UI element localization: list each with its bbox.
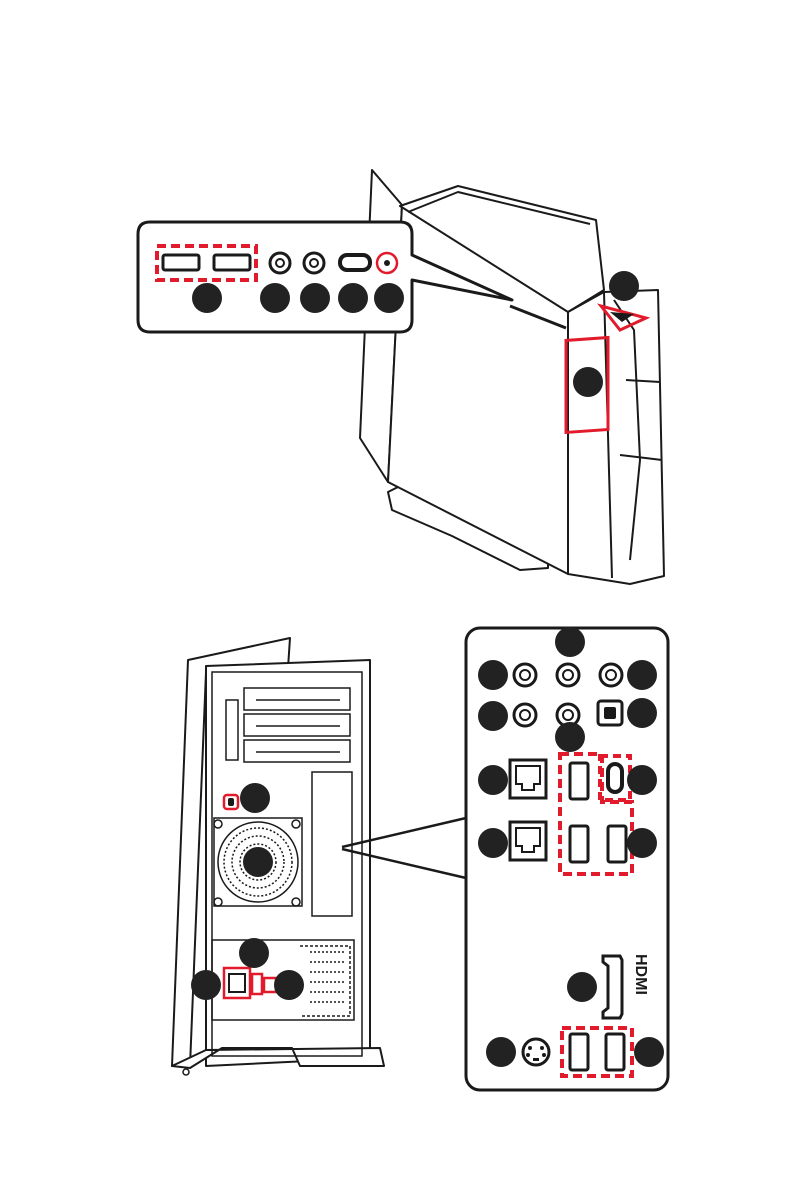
callout-marker (192, 283, 222, 313)
callout-marker (260, 283, 290, 313)
callout-marker (239, 938, 269, 968)
callout-marker (609, 271, 639, 301)
reset-button-icon (384, 260, 390, 266)
callout-marker (240, 783, 270, 813)
usb-type-c-icon (608, 764, 622, 792)
usb-port-icon (606, 1034, 624, 1070)
callout-marker (478, 765, 508, 795)
usb-port-icon (214, 255, 250, 270)
callout-marker (191, 970, 221, 1000)
callout-marker (567, 972, 597, 1002)
ps2-port-icon (523, 1039, 549, 1065)
usb-port-icon (608, 826, 626, 862)
usb-port-icon (570, 763, 588, 799)
callout-marker (573, 367, 603, 397)
callout-marker (555, 627, 585, 657)
callout-marker (555, 722, 585, 752)
callout-marker (243, 847, 273, 877)
usb-port-icon (163, 255, 199, 270)
callout-marker (627, 698, 657, 728)
callout-marker (486, 1037, 516, 1067)
hdmi-logo: HDMI (632, 954, 649, 995)
callout-marker (627, 828, 657, 858)
kensington-lock-icon (228, 798, 234, 806)
rj45-lan-icon (510, 760, 546, 798)
usb-port-icon (570, 826, 588, 862)
usb-port-icon (570, 1034, 588, 1070)
callout-marker (374, 283, 404, 313)
callout-marker (478, 660, 508, 690)
callout-marker (478, 701, 508, 731)
rear-io-callout: HDMI (466, 627, 668, 1090)
callout-marker (627, 660, 657, 690)
callout-marker (634, 1037, 664, 1067)
callout-marker (274, 970, 304, 1000)
callout-marker (338, 283, 368, 313)
callout-marker (300, 283, 330, 313)
ac-power-jack-icon (229, 974, 245, 992)
callout-marker (627, 765, 657, 795)
usb-type-c-icon (340, 255, 370, 270)
rj45-lan-icon (510, 822, 546, 860)
callout-marker (478, 828, 508, 858)
